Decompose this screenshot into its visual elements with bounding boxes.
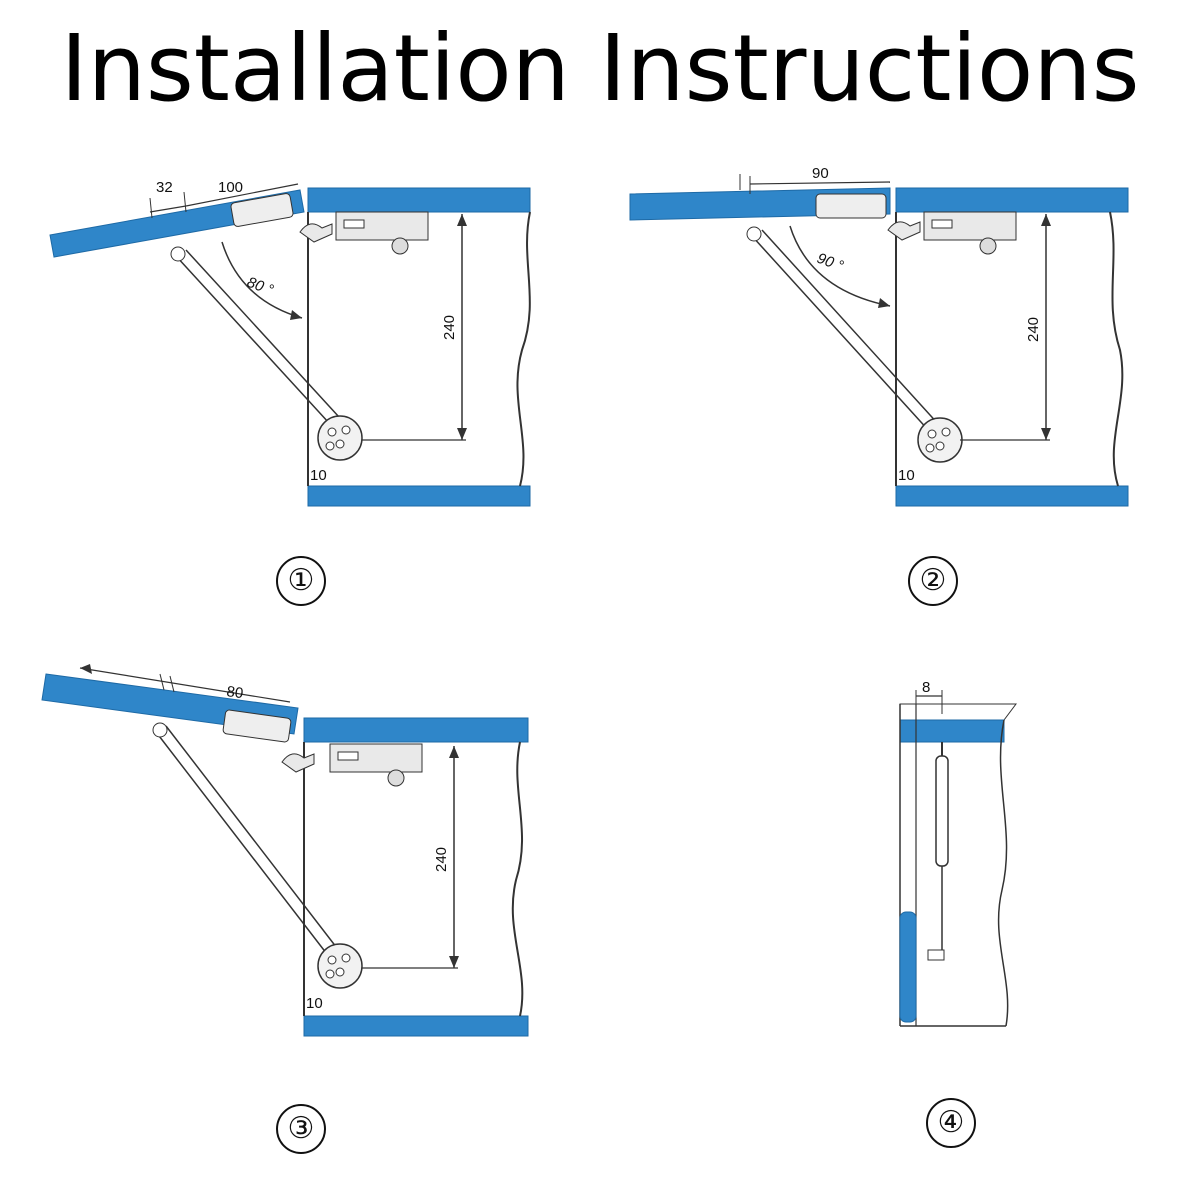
cabinet-side-wall — [997, 719, 1009, 1027]
page-title: Installation Instructions — [60, 15, 1140, 122]
cabinet-side-wall — [511, 741, 524, 1017]
cabinet-side-wall — [1109, 211, 1124, 487]
cabinet-top-board — [895, 187, 1129, 213]
cabinet-bottom-board — [303, 1015, 529, 1037]
step-2-diagram: 90 90 ° 240 10 — [600, 150, 1200, 530]
dim-angle: 90 ° — [815, 250, 846, 275]
dim-height: 240 — [433, 847, 450, 872]
cabinet-frame — [899, 703, 1017, 721]
step-4-diagram: 8 — [880, 679, 1040, 1030]
mounting-plate-icon — [917, 417, 963, 463]
door-bracket — [230, 193, 294, 227]
gas-strut-icon — [927, 742, 949, 961]
dim-offset-b: 100 — [218, 179, 243, 196]
step-3-diagram: 80 240 10 — [0, 650, 600, 1037]
step-3-number: ③ — [276, 1104, 326, 1154]
dim-bottom: 10 — [898, 467, 915, 484]
cabinet-bottom-board — [895, 485, 1129, 507]
dim-offset-a: 80 — [225, 683, 244, 702]
dim-height: 240 — [1025, 317, 1042, 342]
step-4-number: ④ — [926, 1098, 976, 1148]
step-2-number: ② — [908, 556, 958, 606]
mounting-plate-icon — [317, 415, 363, 461]
step-1-number: ① — [276, 556, 326, 606]
dim-bottom: 10 — [306, 995, 323, 1012]
dim-height: 240 — [441, 315, 458, 340]
dim-bottom: 10 — [310, 467, 327, 484]
cabinet-bottom-board — [307, 485, 531, 507]
step-1-diagram: 32 100 80 ° 240 10 — [0, 150, 600, 530]
hinge-bracket-icon — [281, 743, 423, 787]
cabinet-top-board — [303, 717, 529, 743]
cabinet-top-board — [307, 187, 531, 213]
door-panel-edge — [899, 911, 917, 1023]
cabinet-side-wall — [516, 211, 531, 487]
mounting-plate-icon — [317, 943, 363, 989]
dim-angle: 80 ° — [245, 274, 276, 299]
gas-strut-icon — [746, 226, 941, 433]
angle-arc — [221, 241, 303, 319]
dim-offset-a: 90 — [812, 165, 829, 182]
angle-arc — [789, 225, 891, 307]
door-bracket — [222, 709, 292, 743]
hinge-bracket-icon — [887, 211, 1017, 255]
gas-strut-icon — [152, 722, 341, 959]
gas-strut-icon — [170, 246, 351, 436]
hinge-bracket-icon — [299, 211, 429, 255]
dim-offset-a: 8 — [922, 679, 930, 696]
door-bracket — [815, 193, 887, 219]
dim-offset-a: 32 — [156, 179, 173, 196]
